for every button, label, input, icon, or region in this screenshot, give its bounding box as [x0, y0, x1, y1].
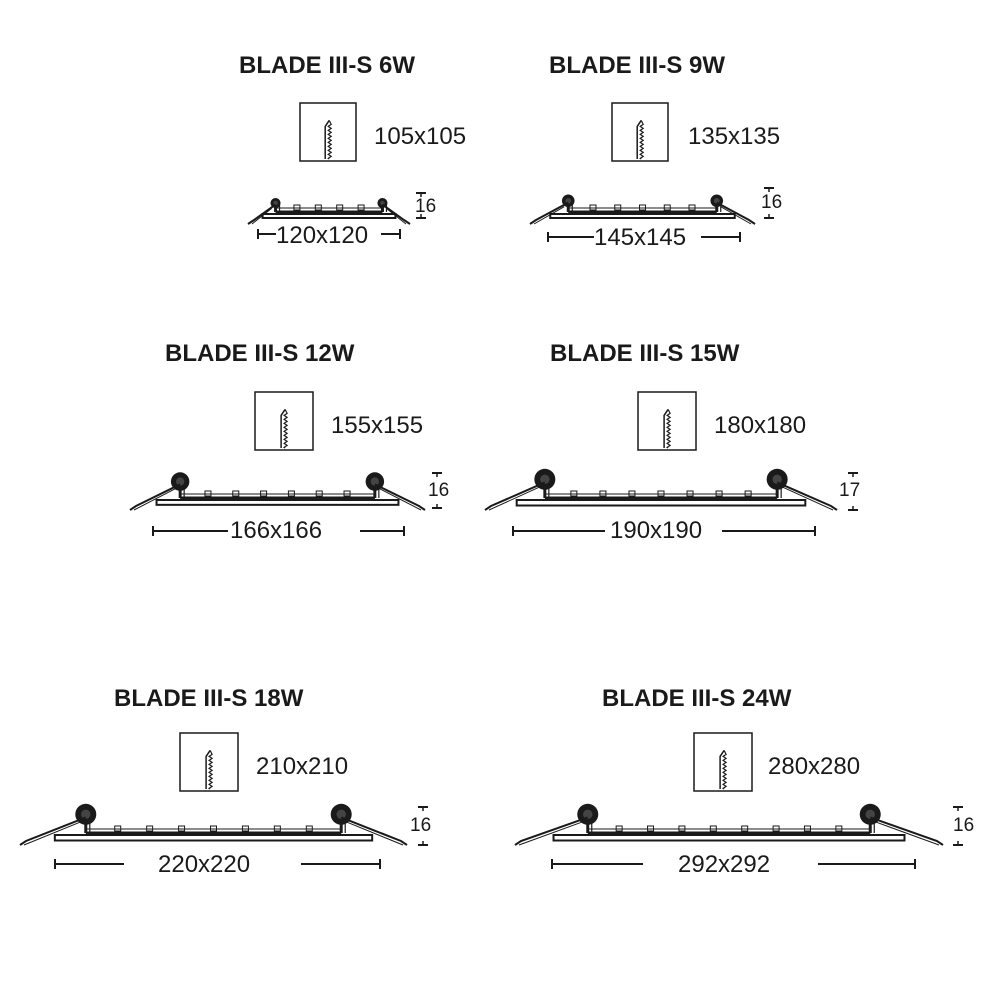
height-dimension-marker — [953, 806, 963, 846]
product-title: BLADE III-S 9W — [549, 52, 726, 79]
product-drawing — [484, 391, 858, 536]
height-dimension-marker — [848, 472, 858, 511]
panel-profile-icon — [53, 834, 374, 842]
panel-height-dimension: 16 — [415, 196, 437, 217]
cutout-hole-icon — [179, 732, 239, 792]
width-dimension-line — [54, 859, 381, 869]
cutout-dimension: 155x155 — [331, 412, 424, 439]
height-dimension-marker — [416, 192, 426, 219]
product-drawing — [19, 732, 428, 869]
product-title: BLADE III-S 12W — [165, 340, 355, 367]
cutout-dimension: 105x105 — [374, 123, 467, 150]
cutout-hole-icon — [254, 391, 314, 451]
height-dimension-marker — [418, 806, 428, 846]
panel-profile-icon — [552, 834, 906, 842]
width-dimension-line — [257, 229, 401, 239]
panel-height-dimension: 16 — [761, 192, 783, 213]
width-dimension-line — [152, 526, 405, 536]
panel-height-dimension: 16 — [953, 815, 975, 836]
panel-height-dimension: 17 — [839, 480, 861, 501]
cutout-dimension: 210x210 — [256, 753, 349, 780]
product-drawing — [247, 102, 426, 239]
height-dimension-marker — [764, 187, 774, 219]
product-drawing — [529, 102, 774, 242]
product-drawing — [514, 732, 963, 869]
panel-height-dimension: 16 — [410, 815, 432, 836]
cutout-hole-icon — [299, 102, 357, 162]
panel-profile-icon — [155, 499, 400, 506]
product-title: BLADE III-S 24W — [602, 685, 792, 712]
cutout-dimension: 135x135 — [688, 123, 781, 150]
panel-width-dimension: 145x145 — [594, 224, 687, 251]
panel-width-dimension: 292x292 — [678, 851, 771, 878]
cutout-hole-icon — [693, 732, 753, 792]
width-dimension-line — [547, 232, 741, 242]
panel-profile-icon — [261, 213, 397, 219]
width-dimension-line — [551, 859, 916, 869]
height-dimension-marker — [432, 472, 442, 509]
width-dimension-line — [512, 526, 816, 536]
panel-width-dimension: 120x120 — [276, 222, 369, 249]
product-title: BLADE III-S 18W — [114, 685, 304, 712]
product-drawing — [129, 391, 442, 536]
product-title: BLADE III-S 6W — [239, 52, 416, 79]
panel-width-dimension: 220x220 — [158, 851, 251, 878]
panel-width-dimension: 166x166 — [230, 517, 323, 544]
cutout-hole-icon — [611, 102, 669, 162]
panel-width-dimension: 190x190 — [610, 517, 703, 544]
cutout-dimension: 180x180 — [714, 412, 807, 439]
panel-height-dimension: 16 — [428, 480, 450, 501]
cutout-hole-icon — [637, 391, 697, 451]
product-title: BLADE III-S 15W — [550, 340, 740, 367]
cutout-dimension: 280x280 — [768, 753, 861, 780]
panel-profile-icon — [515, 499, 807, 507]
panel-profile-icon — [549, 213, 736, 219]
